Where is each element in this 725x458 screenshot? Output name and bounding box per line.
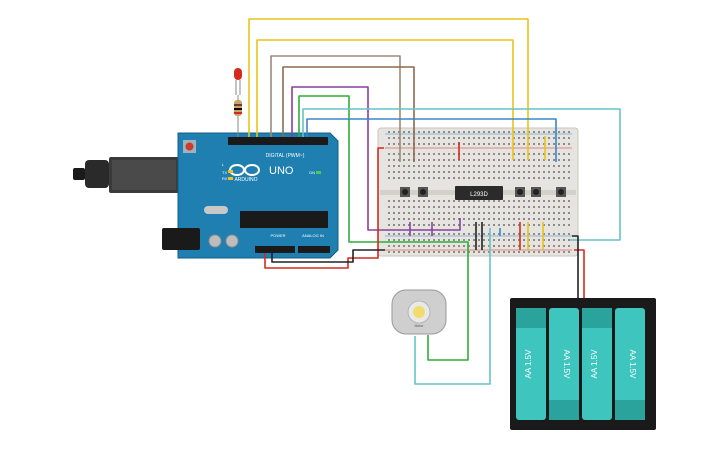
push-button[interactable] <box>418 187 428 197</box>
led-component[interactable] <box>234 68 242 95</box>
battery-cell: AA 1.5V <box>549 308 579 420</box>
battery-cell-label: AA 1.5V <box>628 350 637 380</box>
push-button[interactable] <box>556 187 566 197</box>
battery-cell-label: AA 1.5V <box>590 349 599 379</box>
rx-label: RX <box>222 176 228 181</box>
wire-teal[interactable] <box>302 108 621 241</box>
l-label: L <box>222 162 225 167</box>
digital-header[interactable] <box>228 137 328 145</box>
push-buttons[interactable] <box>400 187 566 197</box>
l293d-chip[interactable]: L293D <box>455 186 503 200</box>
tx-label: TX <box>222 170 227 175</box>
arduino-uno-board[interactable]: DIGITAL (PWM~) ARDUINO UNO L TX RX ON PO… <box>73 132 339 259</box>
wire-green[interactable] <box>298 95 469 361</box>
push-button[interactable] <box>531 187 541 197</box>
battery-cell: AA 1.5V <box>516 308 546 420</box>
wire-red[interactable] <box>264 147 384 269</box>
push-button[interactable] <box>515 187 525 197</box>
wire-black[interactable] <box>572 235 579 298</box>
chip-label: L293D <box>470 192 488 198</box>
power-header[interactable] <box>255 246 295 253</box>
wire-red[interactable] <box>574 249 585 298</box>
wire-yellow[interactable] <box>248 18 529 160</box>
atmega-chip <box>240 211 328 228</box>
resistor-component[interactable] <box>234 95 242 137</box>
battery-cell-label: AA 1.5V <box>524 349 533 379</box>
wire-brown[interactable] <box>282 66 415 162</box>
battery-cell-label: AA 1.5V <box>562 350 571 380</box>
reset-button[interactable] <box>185 142 194 151</box>
digital-label: DIGITAL (PWM~) <box>266 153 305 159</box>
wire-yellow[interactable] <box>256 39 514 160</box>
model-label: UNO <box>269 165 294 177</box>
push-button[interactable] <box>400 187 410 197</box>
on-label: ON <box>309 170 315 175</box>
analog-header[interactable] <box>298 246 330 253</box>
battery-pack[interactable]: AA 1.5V AA 1.5V AA 1.5V AA 1.5V <box>510 298 656 430</box>
battery-cell: AA 1.5V <box>615 308 645 420</box>
breadboard-holes[interactable] <box>388 131 570 253</box>
motor-label: Motor <box>415 324 425 328</box>
brand-label: ARDUINO <box>234 177 257 183</box>
usb-cable-icon <box>73 168 85 180</box>
wires[interactable] <box>248 18 621 385</box>
battery-cell: AA 1.5V <box>582 308 612 420</box>
power-label: POWER <box>270 233 285 238</box>
dc-motor[interactable]: Motor <box>391 289 447 335</box>
wire-purple[interactable] <box>291 86 461 231</box>
analog-label: ANALOG IN <box>302 233 324 238</box>
wire-blue[interactable] <box>306 118 557 162</box>
wire-black[interactable] <box>271 249 385 263</box>
power-led <box>316 171 321 174</box>
wire-teal[interactable] <box>414 228 491 385</box>
crystal <box>204 206 228 214</box>
